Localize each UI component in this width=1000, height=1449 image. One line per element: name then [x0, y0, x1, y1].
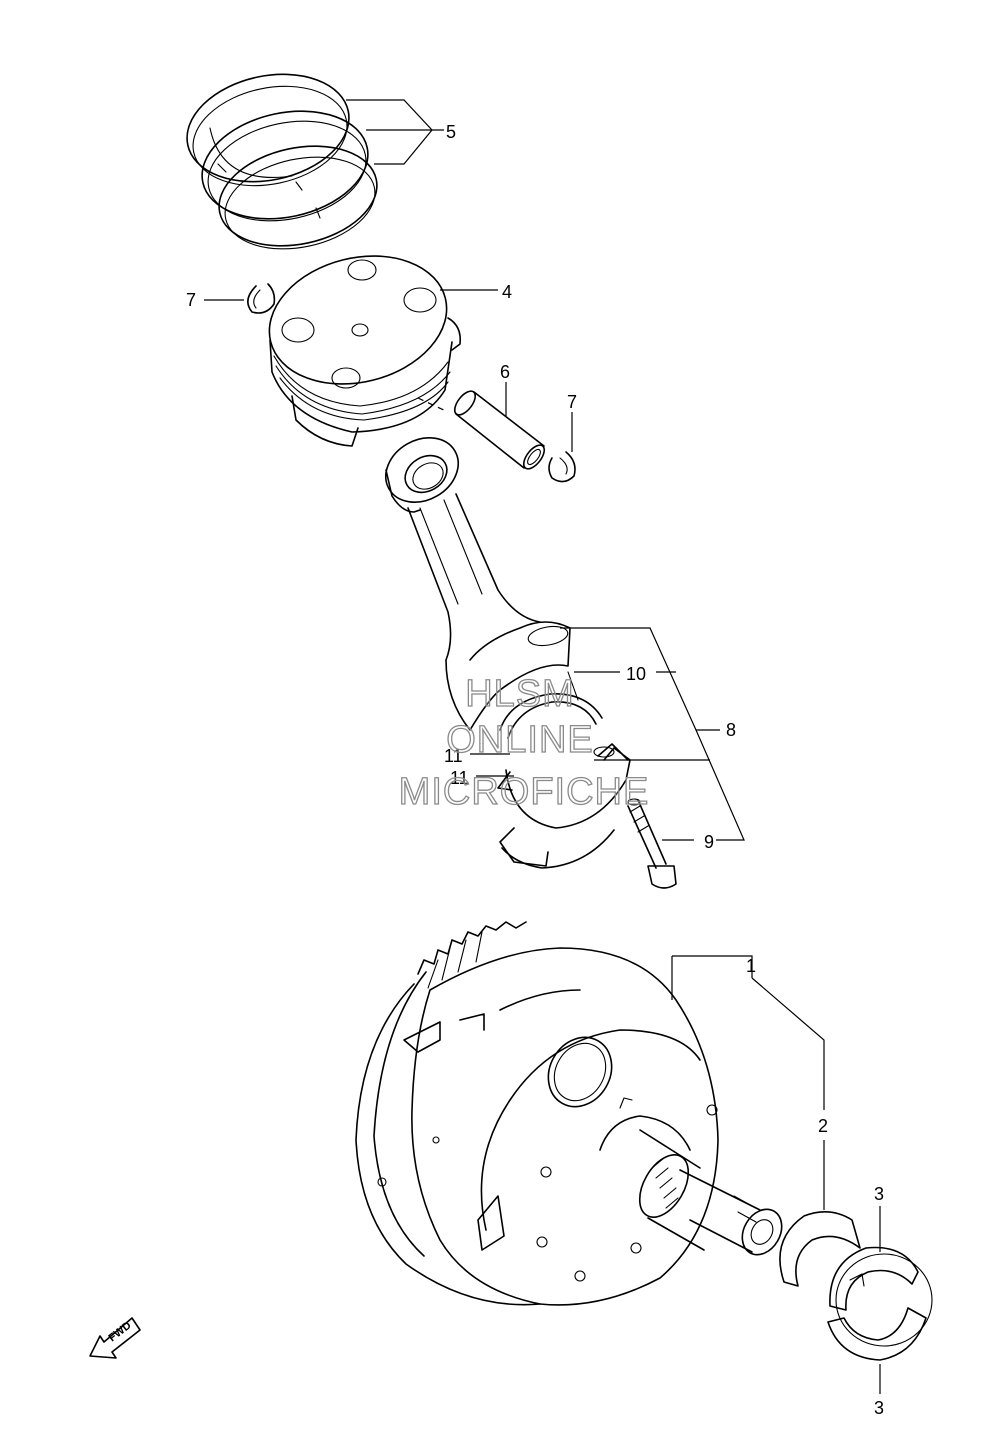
connecting-rod [385, 437, 571, 731]
circlip-left [247, 283, 276, 314]
callout-6: 6 [500, 362, 510, 382]
leader-lines [204, 99, 881, 1394]
watermark: HLSM ONLINE MICROFICHE [398, 672, 650, 813]
callout-1: 1 [746, 956, 756, 976]
callout-2: 2 [818, 1116, 828, 1136]
piston-rings [186, 73, 378, 250]
rod-bolt [627, 798, 677, 889]
piston-pin [453, 390, 546, 470]
watermark-line-2: ONLINE [446, 719, 593, 761]
circlip-right [548, 451, 576, 483]
watermark-line-1: HLSM [465, 673, 575, 715]
crankshaft [355, 921, 783, 1306]
watermark-line-3: MICROFICHE [399, 771, 650, 813]
callout-3-bottom: 3 [874, 1398, 884, 1418]
piston [268, 255, 462, 447]
callout-5: 5 [446, 122, 456, 142]
main-bearing [827, 1246, 933, 1361]
callout-10: 10 [626, 664, 646, 684]
rod-cap [497, 743, 631, 869]
rod-bearing-upper [499, 671, 603, 739]
callout-7-left: 7 [186, 290, 196, 310]
callout-11-top: 11 [444, 746, 463, 766]
callout-labels: 5 4 7 6 7 10 8 11 11 9 1 2 3 3 [186, 122, 884, 1418]
callout-4: 4 [502, 282, 512, 302]
callout-7-right: 7 [567, 392, 577, 412]
fwd-arrow-icon: FWD [89, 1317, 141, 1359]
callout-9: 9 [704, 832, 714, 852]
callout-11-bottom: 11 [450, 768, 469, 788]
callout-3-top: 3 [874, 1184, 884, 1204]
callout-8: 8 [726, 720, 736, 740]
thrust-washer [779, 1211, 861, 1287]
